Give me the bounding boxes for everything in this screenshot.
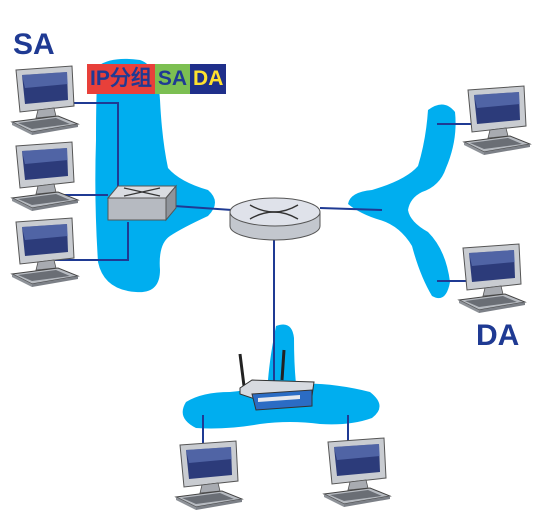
pc-bottom-left-wireless [175, 440, 243, 511]
destination-address-label: DA [476, 319, 520, 352]
link-router-right [319, 207, 383, 211]
left-network-blob [95, 58, 215, 293]
pc-bottom-left [11, 217, 79, 288]
ip-packet: IP分组 SA DA [87, 64, 227, 94]
pc-right-top [463, 85, 531, 156]
packet-da-field: DA [190, 64, 227, 94]
router [229, 197, 321, 241]
link-pc3-switch [55, 222, 129, 261]
pc-right-bottom [458, 243, 526, 314]
pc-middle-left [11, 141, 79, 212]
source-address-label: SA [13, 28, 55, 61]
ethernet-switch [106, 184, 178, 222]
pc-top-left [11, 65, 79, 136]
packet-payload: IP分组 [87, 64, 155, 94]
right-network-blob [348, 104, 456, 299]
pc-bottom-right-wireless [323, 437, 391, 508]
router-arrows-icon [249, 204, 299, 220]
switch-arrows-icon [123, 187, 161, 197]
links [55, 102, 472, 450]
wireless-access-point [238, 349, 315, 411]
link-switch-router [173, 205, 233, 211]
packet-sa-field: SA [154, 64, 191, 94]
link-pc1-switch [55, 102, 119, 200]
